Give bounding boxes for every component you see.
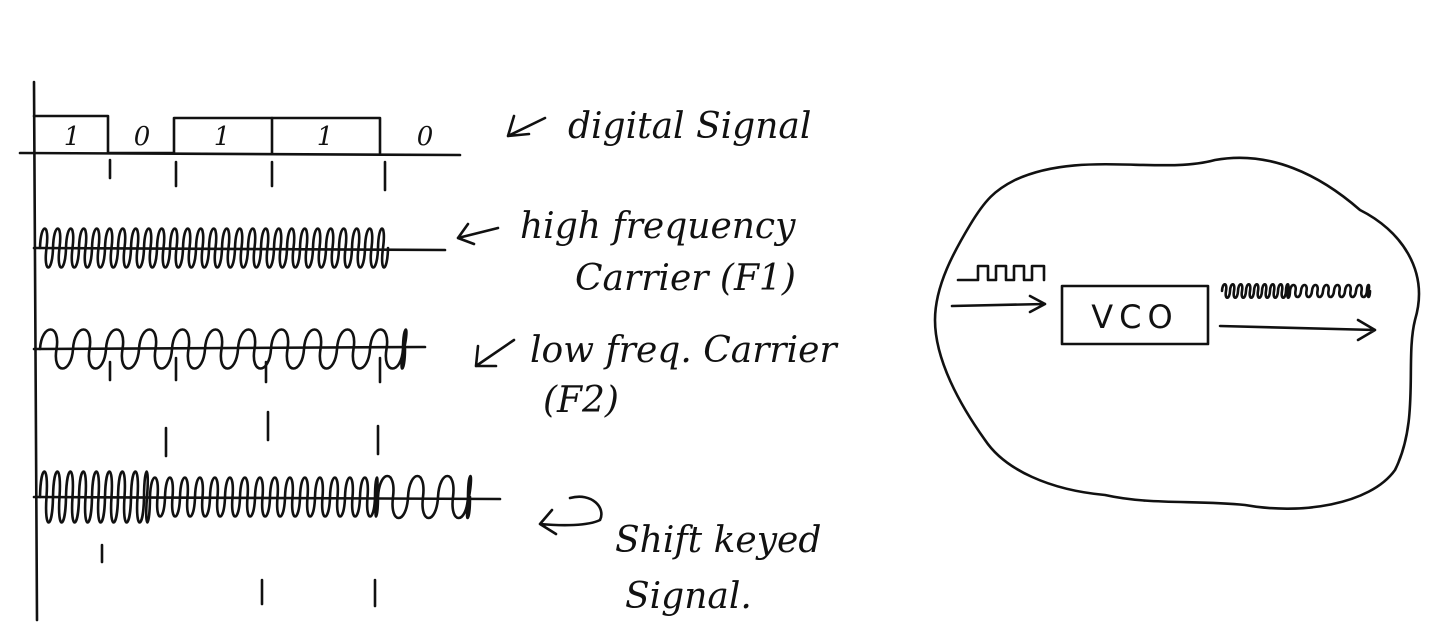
arrow-fsk-icon: [538, 495, 603, 536]
bit-label: 1: [214, 122, 231, 152]
vco-output-fm-wave: [1220, 282, 1372, 300]
arrow-f1-icon: [456, 222, 500, 246]
bit-label: 0: [134, 122, 151, 152]
digital-baseline: [18, 151, 462, 157]
bit-boundary-ticks: [100, 158, 387, 608]
high-frequency-label: high frequency: [520, 206, 796, 247]
f1-carrier-wave: [38, 227, 390, 269]
carrier-f1-label: Carrier (F1): [575, 258, 796, 299]
bit-label: 1: [317, 122, 334, 152]
digital-square-wave: [32, 114, 382, 155]
vco-input-arrow: [950, 294, 1047, 314]
vco-input-square-wave: [956, 264, 1046, 282]
f2-baseline: [32, 345, 427, 351]
arrow-f2-icon: [474, 338, 516, 368]
vco-output-arrow: [1218, 318, 1377, 342]
digital-signal-label: digital Signal: [568, 106, 811, 147]
arrow-digital-icon: [506, 114, 547, 138]
shift-keyed-label: Shift keyed: [615, 520, 821, 561]
cloud-outline: [933, 156, 1421, 510]
bit-label: 0: [417, 122, 434, 152]
low-freq-carrier-label: low freq. Carrier: [530, 330, 838, 371]
bit-label: 1: [64, 122, 81, 152]
f2-label: (F2): [543, 380, 619, 421]
signal-label: Signal.: [625, 576, 752, 617]
fsk-output-wave: [38, 470, 473, 524]
vco-label: VCO: [1091, 298, 1178, 336]
f1-baseline: [32, 246, 447, 252]
vco-block: [1060, 284, 1210, 346]
f2-carrier-wave: [38, 328, 408, 370]
time-axis: [32, 80, 39, 622]
